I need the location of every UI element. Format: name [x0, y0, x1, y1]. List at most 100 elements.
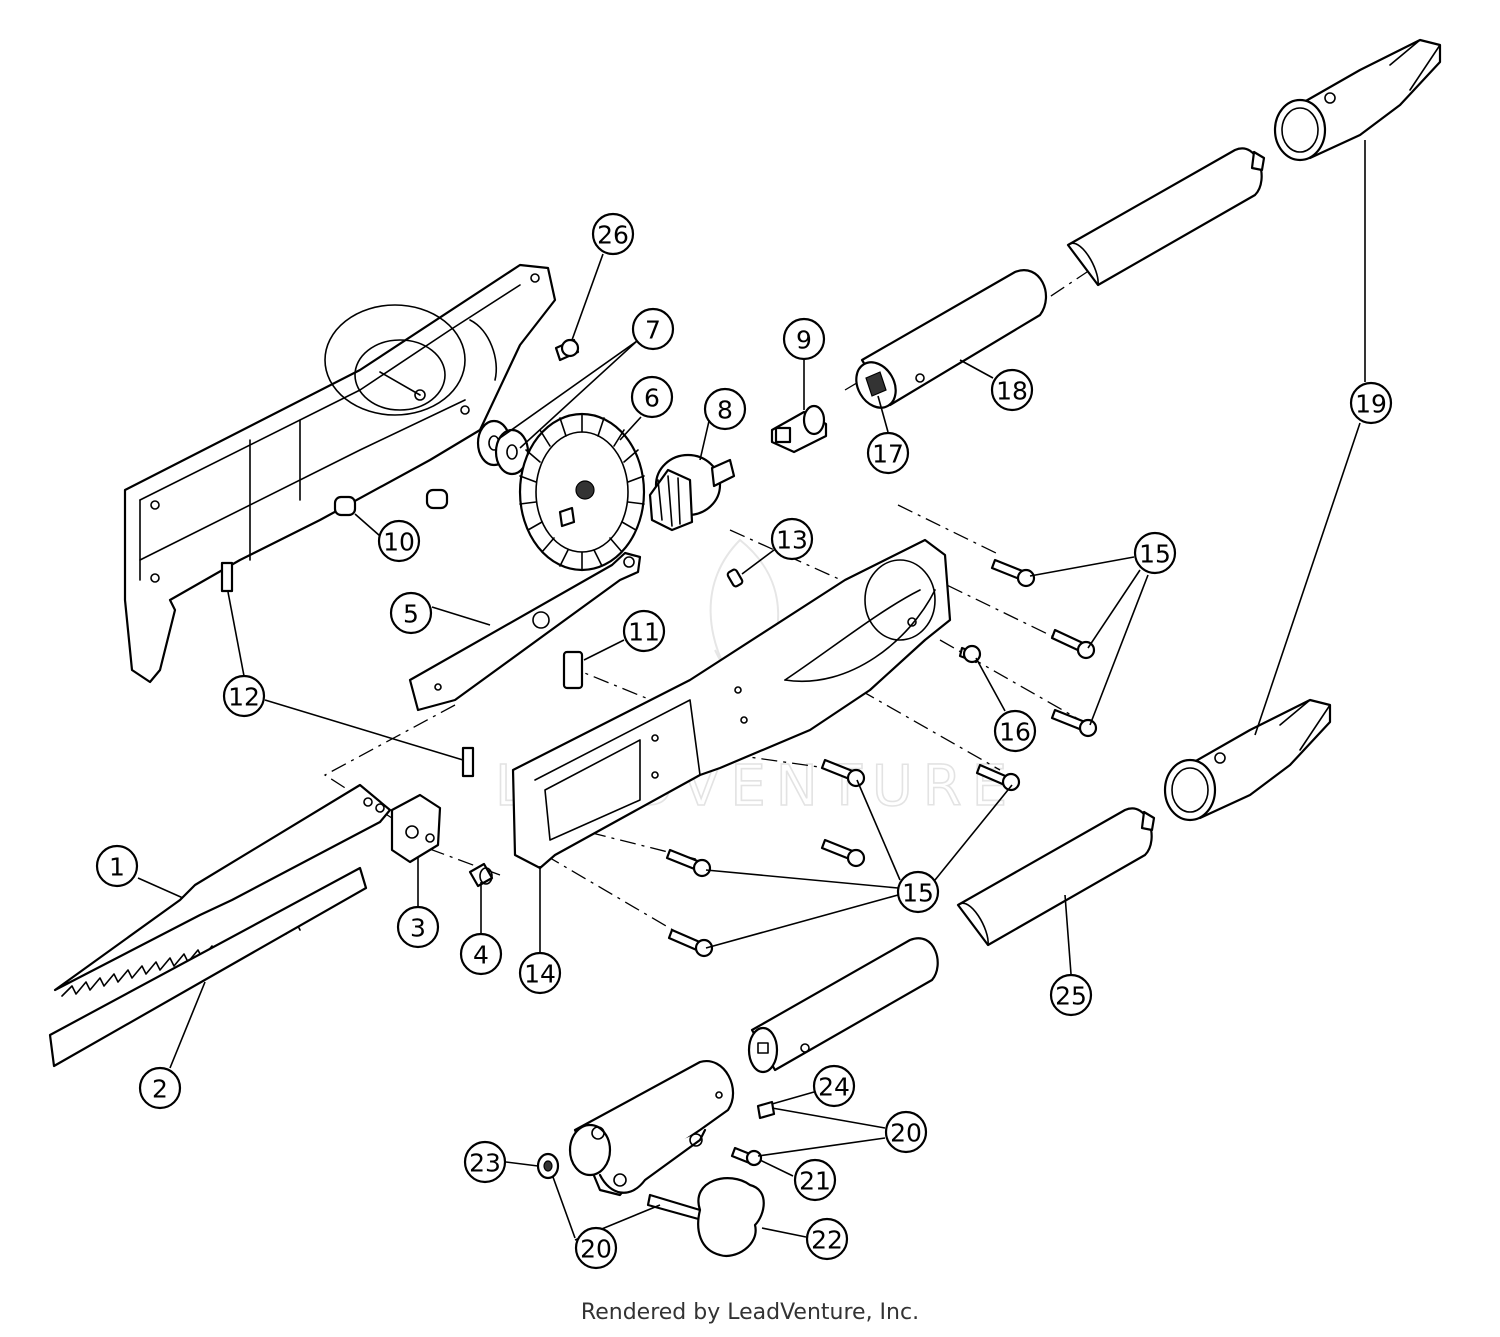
callout-number: 24: [818, 1073, 850, 1102]
handle-assembly: [568, 1060, 734, 1197]
callout-number: 11: [628, 618, 660, 647]
callout-number: 2: [152, 1075, 168, 1104]
lower-tube: [747, 937, 939, 1074]
callout-25: 25: [1049, 973, 1093, 1017]
callout-circle: [782, 317, 826, 361]
callout-4: 4: [459, 932, 503, 976]
callout-number: 20: [580, 1235, 612, 1264]
blade-clamp: [390, 793, 442, 864]
tension-knob: [646, 1177, 765, 1258]
callout-circle: [805, 1217, 849, 1261]
callout-number: 7: [645, 316, 661, 345]
callout-9: 9: [782, 317, 826, 361]
callout-circle: [896, 870, 940, 914]
callout-number: 15: [902, 879, 934, 908]
connecting-rod: [408, 551, 642, 712]
callout-number: 17: [872, 440, 904, 469]
end-cap-upper: [1273, 38, 1442, 162]
callout-10: 10: [377, 519, 421, 563]
callout-number: 22: [811, 1226, 843, 1255]
callout-number: 1: [109, 853, 125, 882]
callout-circle: [993, 709, 1037, 753]
top-screw: [554, 338, 580, 362]
callout-13: 13: [770, 517, 814, 561]
callout-number: 23: [469, 1149, 501, 1178]
clamp-screw: [468, 862, 494, 888]
bushings: [333, 488, 449, 517]
callout-16: 16: [993, 709, 1037, 753]
callout-circle: [95, 844, 139, 888]
blade-guard: [48, 866, 368, 1068]
callout-circle: [1133, 531, 1177, 575]
callout-17: 17: [866, 431, 910, 475]
block: [562, 650, 584, 690]
callout-23: 23: [463, 1140, 507, 1184]
callout-circle: [631, 307, 675, 351]
callout-5: 5: [389, 591, 433, 635]
callout-8: 8: [703, 387, 747, 431]
pinion-gear: [648, 453, 736, 532]
callout-circle: [222, 674, 266, 718]
callout-circle: [463, 1140, 507, 1184]
callout-circle: [138, 1066, 182, 1110]
washers: [476, 419, 530, 476]
callout-circle: [1049, 973, 1093, 1017]
housing-right: [511, 538, 952, 870]
callout-number: 26: [597, 221, 629, 250]
callout-circle: [990, 368, 1034, 412]
handle-hardware: [536, 1100, 776, 1180]
callout-number: 6: [644, 384, 660, 413]
callout-number: 18: [996, 377, 1028, 406]
footer-credit: Rendered by LeadVenture, Inc.: [580, 1300, 920, 1325]
callout-number: 3: [410, 914, 426, 943]
callout-circle: [574, 1226, 618, 1270]
end-cap-lower: [1163, 698, 1332, 822]
callout-2: 2: [138, 1066, 182, 1110]
callout-19: 19: [1349, 381, 1393, 425]
callout-number: 12: [228, 683, 260, 712]
callout-number: 15: [1139, 540, 1171, 569]
callout-circle: [396, 905, 440, 949]
callout-24: 24: [812, 1064, 856, 1108]
coupler: [770, 404, 828, 454]
callout-15: 15: [896, 870, 940, 914]
callout-circle: [866, 431, 910, 475]
callout-1: 1: [95, 844, 139, 888]
housing-screws: [665, 558, 1098, 958]
callout-15: 15: [1133, 531, 1177, 575]
callout-20: 20: [884, 1110, 928, 1154]
callout-11: 11: [622, 609, 666, 653]
callout-20: 20: [574, 1226, 618, 1270]
callout-26: 26: [591, 212, 635, 256]
callout-number: 16: [999, 718, 1031, 747]
callout-6: 6: [630, 375, 674, 419]
pin: [726, 568, 744, 588]
leader-lines: [137, 140, 1366, 1241]
lower-extension-tube: [956, 807, 1156, 947]
callout-7: 7: [631, 307, 675, 351]
callout-circle: [884, 1110, 928, 1154]
upper-tube: [855, 269, 1048, 409]
callout-circle: [591, 212, 635, 256]
callout-circle: [812, 1064, 856, 1108]
callout-22: 22: [805, 1217, 849, 1261]
callout-circle: [630, 375, 674, 419]
callout-number: 20: [890, 1119, 922, 1148]
callout-3: 3: [396, 905, 440, 949]
callout-circle: [377, 519, 421, 563]
keys: [220, 561, 475, 778]
callout-number: 9: [796, 326, 812, 355]
callout-21: 21: [793, 1158, 837, 1202]
callout-circle: [703, 387, 747, 431]
bevel-gear: [518, 412, 646, 572]
callout-circle: [389, 591, 433, 635]
callout-number: 10: [383, 528, 415, 557]
callout-number: 4: [473, 941, 489, 970]
callout-number: 8: [717, 396, 733, 425]
callout-circle: [622, 609, 666, 653]
callout-circle: [1349, 381, 1393, 425]
callout-number: 19: [1355, 390, 1387, 419]
callout-number: 13: [776, 526, 808, 555]
